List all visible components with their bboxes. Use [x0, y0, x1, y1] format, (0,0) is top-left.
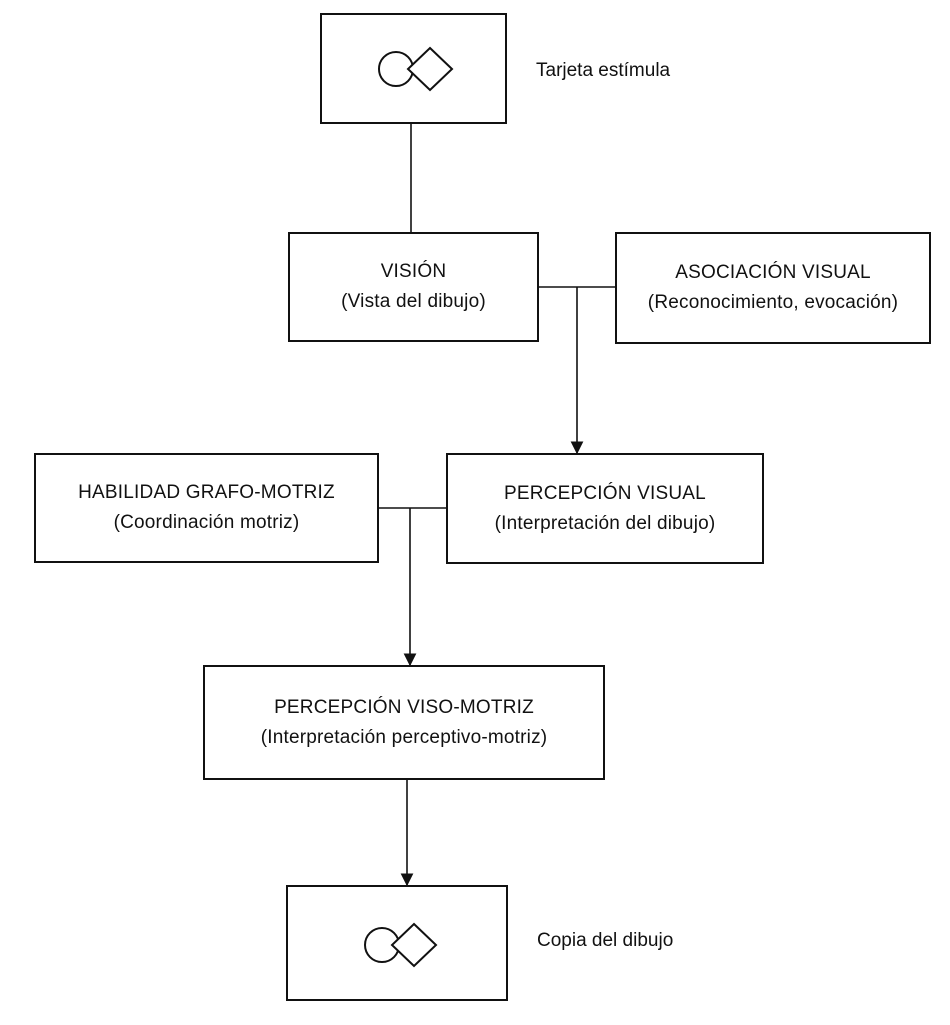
circle-diamond-figure-icon [377, 46, 453, 91]
drawing-copy-box [286, 885, 508, 1001]
visual-association-title: ASOCIACIÓN VISUAL [675, 262, 871, 283]
visuomotor-perception-box: PERCEPCIÓN VISO-MOTRIZ (Interpretación p… [203, 665, 605, 780]
drawing-copy-caption: Copia del dibujo [537, 930, 674, 951]
visual-association-box: ASOCIACIÓN VISUAL (Reconocimiento, evoca… [615, 232, 931, 344]
stimulus-card-box [320, 13, 507, 124]
vision-box: VISIÓN (Vista del dibujo) [288, 232, 539, 342]
vision-title: VISIÓN [380, 261, 447, 282]
visuomotor-perception-title: PERCEPCIÓN VISO-MOTRIZ [274, 696, 534, 718]
visual-perception-subtitle: (Interpretación del dibujo) [494, 512, 716, 534]
visual-association-subtitle: (Reconocimiento, evocación) [647, 292, 899, 313]
visuomotor-perception-subtitle: (Interpretación perceptivo-motriz) [260, 726, 548, 748]
visual-perception-box: PERCEPCIÓN VISUAL (Interpretación del di… [446, 453, 764, 564]
graphomotor-skill-subtitle: (Coordinación motriz) [113, 512, 300, 533]
graphomotor-skill-title: HABILIDAD GRAFO-MOTRIZ [78, 482, 335, 503]
vision-subtitle: (Vista del dibujo) [341, 291, 486, 312]
stimulus-card-caption: Tarjeta estímula [536, 60, 671, 81]
graphomotor-skill-box: HABILIDAD GRAFO-MOTRIZ (Coordinación mot… [34, 453, 379, 563]
copied-circle-diamond-figure-icon [364, 922, 438, 968]
visual-perception-title: PERCEPCIÓN VISUAL [504, 482, 706, 504]
